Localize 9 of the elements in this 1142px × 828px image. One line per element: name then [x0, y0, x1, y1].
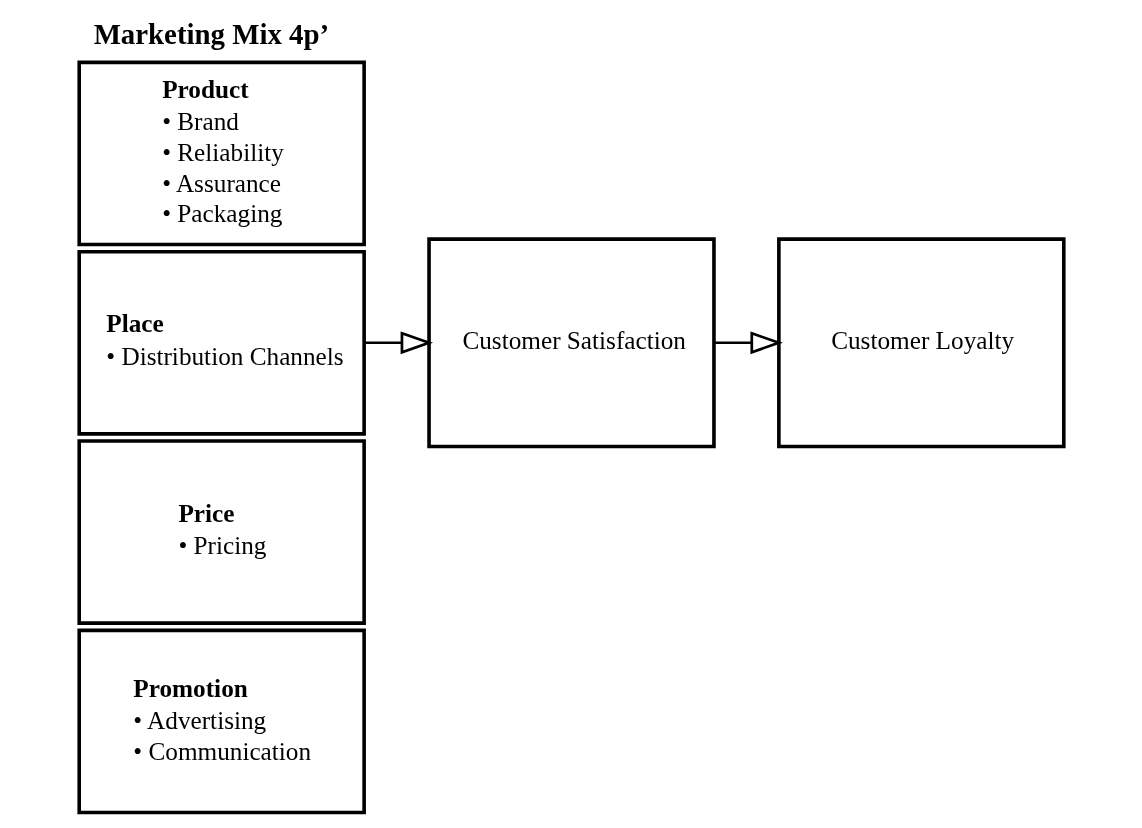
arrow [363, 331, 433, 355]
node-box: Promotion • Advertising • Communication [76, 628, 366, 815]
node-box: Price • Pricing [76, 439, 366, 625]
arrow [713, 331, 783, 355]
node-box: Product • Brand • Reliability • Assurance • Packaging [76, 60, 366, 247]
node-box: Place • Distribution Channels [76, 249, 366, 436]
node-box: Customer Satisfaction [426, 237, 716, 449]
node-box: Customer Loyalty [776, 237, 1066, 449]
diagram-title: Marketing Mix 4p’ [93, 17, 329, 50]
